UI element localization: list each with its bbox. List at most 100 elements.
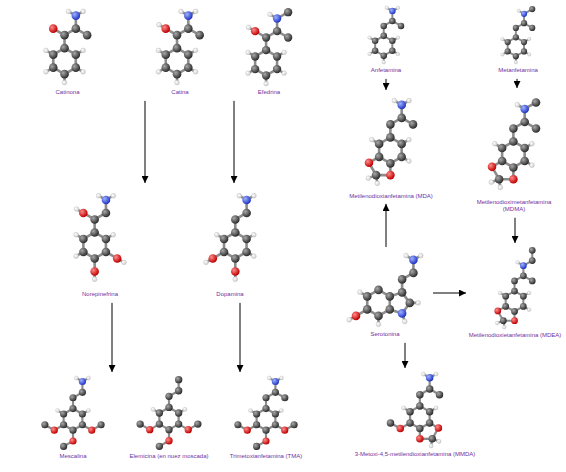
molecule-model [204, 193, 257, 281]
atom-ball [532, 98, 541, 107]
atom-ball [175, 420, 182, 427]
atom-ball [521, 20, 527, 26]
atom-ball [244, 427, 251, 434]
atom-ball [385, 6, 389, 10]
atom-ball [56, 408, 60, 412]
atom-ball [527, 291, 531, 295]
atom-ball [165, 437, 172, 444]
atom-ball [273, 65, 281, 73]
atom-ball [372, 38, 379, 45]
atom-ball [69, 394, 76, 401]
atom-ball [402, 319, 407, 324]
atom-ball [389, 47, 396, 54]
atom-ball [375, 140, 384, 149]
atom-ball [268, 12, 273, 17]
atom-ball [60, 443, 67, 450]
atom-ball [92, 277, 97, 282]
molecule-node: 3-Metoxi-4,5-metilendioxianfetamina (MMD… [350, 370, 480, 460]
atom-ball [44, 69, 49, 74]
atom-ball [375, 153, 384, 162]
atom-ball [514, 61, 517, 64]
atom-ball [372, 47, 379, 54]
atom-ball [262, 71, 270, 79]
atom-ball [520, 303, 527, 310]
atom-ball [407, 137, 412, 142]
molecule-label: Elemicina (en nuez moscada) [122, 453, 216, 460]
atom-ball [505, 48, 511, 54]
reaction-arrow [386, 204, 387, 247]
atom-ball [79, 209, 88, 218]
atom-ball [389, 38, 396, 45]
molecule-label: Catina [140, 89, 220, 96]
molecule-label: Dopamina [188, 291, 272, 298]
atom-ball [374, 312, 383, 321]
atom-ball [220, 248, 229, 257]
molecule-label: Metilenodioxianfetamina (MDA) [345, 193, 437, 200]
atom-ball [509, 124, 518, 133]
atom-ball [272, 389, 279, 396]
atom-ball [429, 435, 436, 442]
atom-ball [193, 9, 198, 14]
atom-ball [374, 286, 383, 295]
atom-ball [264, 81, 269, 86]
molecule-drawing [222, 374, 310, 452]
atom-ball [233, 277, 238, 282]
atom-ball [291, 421, 298, 428]
atom-ball [173, 44, 182, 53]
molecule-drawing [140, 6, 220, 88]
atom-ball [69, 437, 76, 444]
atom-ball [488, 163, 497, 172]
atom-ball [528, 53, 531, 56]
atom-ball [502, 293, 509, 300]
atom-ball [396, 6, 400, 10]
atom-ball [380, 23, 387, 30]
atom-ball [193, 48, 198, 53]
atom-ball [366, 176, 371, 181]
atom-ball [434, 406, 438, 410]
atom-ball [386, 120, 395, 129]
atom-ball [416, 391, 423, 398]
atom-ball [396, 52, 400, 56]
atom-ball [386, 159, 395, 168]
atom-ball [272, 410, 279, 417]
reaction-arrow [517, 79, 518, 88]
atom-ball [416, 435, 423, 442]
atom-ball [515, 102, 520, 107]
atom-ball [194, 420, 201, 427]
atom-ball [81, 69, 86, 74]
molecule-model [387, 372, 443, 448]
molecule-node: Efedrina [228, 6, 310, 98]
atom-ball [246, 71, 251, 76]
atom-ball [385, 305, 394, 314]
atom-ball [79, 389, 86, 396]
molecule-label: Norepinefrina [40, 291, 160, 298]
atom-ball [405, 299, 414, 308]
atom-ball [195, 31, 204, 40]
molecule-node: Dopamina [188, 185, 272, 300]
atom-ball [495, 175, 504, 184]
atom-ball [71, 63, 80, 72]
atom-ball [44, 48, 49, 53]
atom-ball [386, 133, 395, 142]
atom-ball [511, 288, 518, 295]
atom-ball [83, 31, 92, 40]
atom-ball [111, 193, 116, 198]
atom-ball [397, 153, 406, 162]
atom-ball [102, 248, 111, 257]
atom-ball [246, 25, 251, 30]
atom-ball [521, 48, 527, 54]
atom-ball [262, 394, 269, 401]
atom-ball [74, 254, 79, 259]
atom-ball [183, 407, 187, 411]
atom-ball [511, 317, 518, 324]
atom-ball [498, 291, 502, 295]
atom-ball [520, 293, 527, 300]
molecule-drawing [28, 374, 118, 452]
atom-ball [437, 439, 441, 443]
atom-ball [242, 235, 251, 244]
atom-ball [529, 257, 536, 264]
atom-ball [421, 372, 425, 376]
molecule-node: Catinona [20, 6, 115, 98]
atom-ball [369, 137, 374, 142]
atom-ball [253, 443, 260, 450]
